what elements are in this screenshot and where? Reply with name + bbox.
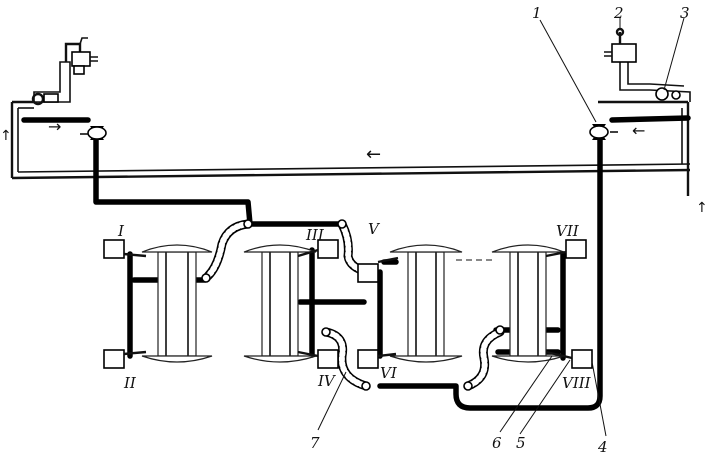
label-I: I — [117, 222, 125, 240]
left-end-cock — [31, 37, 98, 106]
label-III: III — [305, 226, 325, 244]
leader-lines — [317, 17, 685, 437]
label-VI: VI — [380, 364, 398, 382]
arrow-left-vertical: ↑ — [0, 128, 12, 144]
car-frame — [10, 100, 691, 196]
right-end-cock — [604, 27, 691, 102]
wheelset-1 — [141, 244, 213, 363]
wheelset-4 — [491, 244, 565, 363]
wheelset-3 — [389, 244, 463, 363]
callout-4: 4 — [597, 438, 608, 456]
wheelset-2 — [243, 244, 317, 363]
cutout-valve-right — [589, 124, 618, 140]
cylinder-II — [103, 349, 125, 369]
cutout-valve-left — [80, 126, 107, 140]
arrow-right-in: ← — [632, 121, 645, 140]
callout-2: 2 — [613, 4, 624, 22]
label-V: V — [368, 220, 381, 238]
brake-pipe — [21, 115, 691, 411]
arrow-left-in: → — [48, 117, 61, 136]
flow-arrows: → ← ← ↑ ↑ — [0, 117, 708, 216]
flex-hoses — [201, 219, 505, 391]
label-VII: VII — [556, 222, 580, 240]
label-II: II — [123, 374, 137, 392]
cylinder-VIII — [571, 349, 593, 369]
callout-7: 7 — [310, 434, 320, 452]
cylinder-VII — [565, 239, 587, 259]
label-VIII: VIII — [562, 374, 592, 392]
cylinder-IV — [317, 349, 339, 369]
label-IV: IV — [317, 372, 337, 390]
arrow-frame: ← — [366, 144, 381, 165]
callout-5: 5 — [516, 434, 526, 452]
cylinder-III — [317, 239, 339, 259]
arrow-right-vertical: ↑ — [696, 200, 708, 216]
callout-6: 6 — [492, 434, 502, 452]
callout-1: 1 — [532, 4, 542, 22]
cylinder-I — [103, 239, 125, 259]
brake-cylinders — [103, 239, 593, 369]
cylinder-VI — [357, 349, 379, 369]
cylinder-V — [357, 263, 379, 283]
callout-3: 3 — [680, 4, 690, 22]
